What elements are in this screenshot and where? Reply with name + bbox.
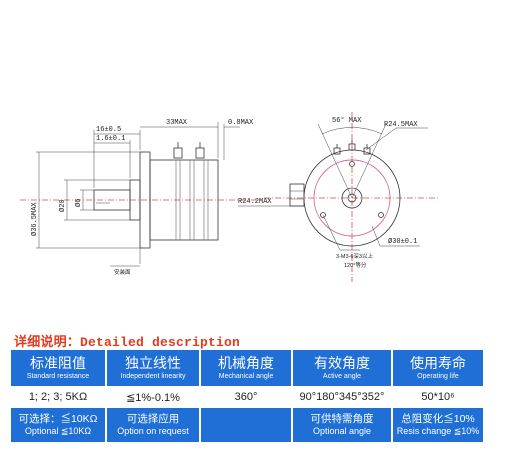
value-active-angle: 90°180°345°352°: [292, 386, 392, 408]
dim-r24-5-max: R24.5MAX: [384, 121, 418, 129]
screw-note: 3-M3-6深3以上: [336, 252, 373, 260]
mounting-face-label: 安装面: [114, 268, 131, 276]
side-view: 16±0.5 1.6±0.1 33MAX 0.8MAX Ø36.5MAX Ø20…: [20, 119, 262, 276]
section-heading: 详细说明：Detailed description: [14, 331, 240, 350]
heading-en: Detailed description: [80, 335, 241, 350]
dim-1-6-tolerance: 1.6±0.1: [96, 135, 125, 143]
technical-drawing: 16±0.5 1.6±0.1 33MAX 0.8MAX Ø36.5MAX Ø20…: [20, 112, 440, 282]
value-standard-resistance: 1; 2; 3; 5KΩ: [10, 386, 106, 408]
dim-0-8-max: 0.8MAX: [228, 119, 254, 127]
option-operating-life: 总阻变化≦10%Resis change ≦10%: [391, 408, 485, 442]
front-view: 56° MAX R24.5MAX R24.2MAX Ø30±0.1 3-M3-6…: [238, 112, 440, 282]
dim-30: Ø30±0.1: [388, 237, 417, 246]
value-mechanical-angle: 360°: [200, 386, 292, 408]
dim-6: Ø6: [74, 199, 83, 207]
value-operating-life: 50*10⁶: [392, 386, 484, 408]
dim-56-max: 56° MAX: [332, 116, 362, 125]
option-mechanical-angle: [199, 408, 293, 442]
heading-zh: 详细说明：: [14, 334, 81, 349]
dim-r24-2-max: R24.2MAX: [238, 198, 272, 206]
value-independent-linearity: ≦1%-0.1%: [106, 386, 200, 408]
dim-36-5-max: Ø36.5MAX: [30, 202, 39, 236]
spec-value-row: 1; 2; 3; 5KΩ ≦1%-0.1% 360° 90°180°345°35…: [10, 386, 484, 408]
angle-note: 120°等分: [344, 261, 367, 269]
dim-20: Ø20: [58, 199, 67, 212]
dim-33-max: 33MAX: [166, 119, 188, 127]
dim-16-tolerance: 16±0.5: [96, 126, 121, 134]
